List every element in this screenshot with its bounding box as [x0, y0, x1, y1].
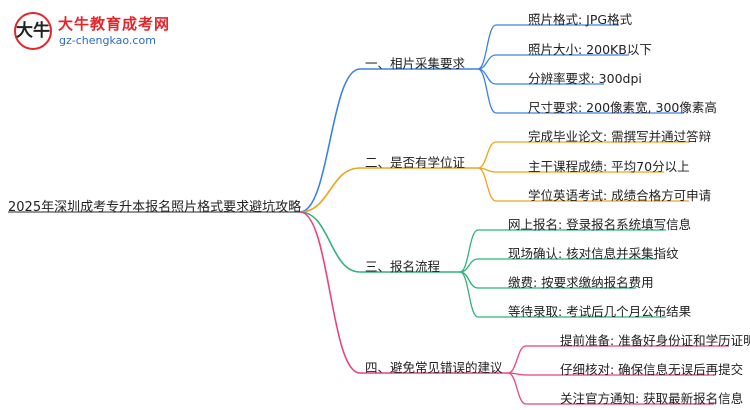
branch-label-1: 一、相片采集要求: [365, 56, 466, 71]
leaf-3-2: 现场确认: 核对信息并采集指纹: [508, 246, 679, 261]
branch-2-to-leaf-1: [477, 141, 497, 169]
branch-3-to-leaf-4: [459, 271, 479, 318]
site-logo: 大牛 大牛教育成考网 gz-chengkao.com: [14, 12, 184, 52]
leaf-3-4: 等待录取: 考试后几个月公布结果: [508, 304, 692, 319]
root-to-branch-3: [299, 211, 361, 273]
branch-label-3: 三、报名流程: [365, 259, 441, 274]
leaf-4-1: 提前准备: 准备好身份证和学历证明: [560, 333, 750, 348]
leaf-2-3: 学位英语考试: 成绩合格方可申请: [528, 188, 712, 203]
branch-3-to-leaf-1: [459, 229, 479, 273]
logo-title: 大牛教育成考网: [58, 15, 171, 33]
branch-1-to-leaf-4: [477, 68, 497, 114]
root-to-branch-2: [299, 167, 361, 213]
leaf-1-2: 照片大小: 200KB以下: [528, 42, 652, 57]
logo-mark-icon: 大牛: [14, 12, 52, 50]
leaf-1-1: 照片格式: JPG格式: [528, 12, 633, 27]
branch-1-to-leaf-1: [477, 24, 497, 70]
leaf-3-1: 网上报名: 登录报名系统填写信息: [508, 217, 692, 232]
root-to-branch-4: [299, 211, 361, 374]
leaf-4-2: 仔细核对: 确保信息无误后再提交: [560, 362, 744, 377]
root-topic: 2025年深圳成考专升本报名照片格式要求避坑攻略: [8, 200, 302, 215]
branch-label-4: 四、避免常见错误的建议: [365, 360, 503, 375]
branch-1-to-leaf-2: [477, 54, 497, 70]
branch-label-2: 二、是否有学位证: [365, 155, 466, 170]
branch-4-to-leaf-3: [507, 372, 527, 405]
branch-4-to-leaf-1: [507, 345, 527, 374]
leaf-2-2: 主干课程成绩: 平均70分以上: [528, 159, 690, 174]
branch-2-to-leaf-3: [477, 167, 497, 202]
leaf-1-3: 分辨率要求: 300dpi: [528, 71, 642, 86]
leaf-3-3: 缴费: 按要求缴纳报名费用: [508, 275, 654, 290]
leaf-4-3: 关注官方通知: 获取最新报名信息: [560, 391, 744, 406]
logo-url: gz-chengkao.com: [59, 34, 156, 47]
leaf-2-1: 完成毕业论文: 需撰写并通过答辩: [528, 129, 712, 144]
root-to-branch-1: [299, 68, 361, 213]
leaf-1-4: 尺寸要求: 200像素宽, 300像素高: [528, 100, 717, 115]
